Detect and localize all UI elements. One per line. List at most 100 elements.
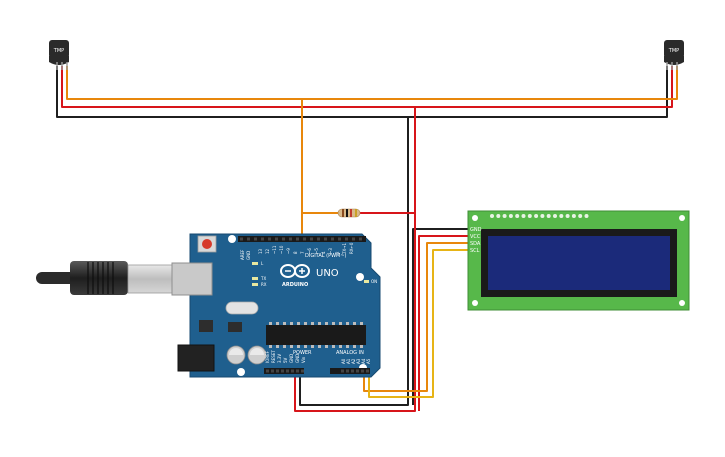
header-pin [356, 369, 359, 373]
wires [56, 66, 678, 412]
header-pin [240, 237, 243, 241]
lcd-pad [540, 214, 545, 218]
chip-pin [297, 345, 300, 348]
lcd-pad [578, 214, 583, 218]
header-pin [352, 237, 355, 241]
chip-pin [283, 322, 286, 325]
wire-gnd-trunk[interactable] [299, 117, 409, 406]
digital-pin-label: TX→1 [342, 242, 347, 255]
power-jack-icon[interactable] [177, 344, 215, 372]
mounting-hole [237, 368, 245, 376]
analog-pin-label: A3 [356, 358, 361, 364]
lcd-pad [565, 214, 570, 218]
chip-pin [318, 345, 321, 348]
chip-pin [290, 322, 293, 325]
chip-pin [339, 322, 342, 325]
lcd-pad [527, 214, 532, 218]
analog-pin-label: A2 [351, 358, 356, 364]
wire-scl[interactable] [368, 249, 470, 398]
chip-pin [339, 345, 342, 348]
wire-signal-right-sensor[interactable] [302, 66, 678, 100]
svg-text:VCC: VCC [470, 234, 481, 240]
svg-text:IOREF: IOREF [265, 350, 270, 363]
digital-header[interactable] [238, 236, 366, 242]
digital-pin-label: 8 [293, 251, 298, 254]
digital-pin-label: 13 [258, 248, 263, 254]
wire-5v-left-sensor[interactable] [61, 66, 415, 108]
temp-sensor-left[interactable]: TMP [49, 40, 69, 70]
led-on: ON [364, 279, 377, 284]
chip-pin [276, 345, 279, 348]
lcd-pad [559, 214, 564, 218]
lcd-pad [502, 214, 507, 218]
digital-pin-label: RX←0 [349, 242, 354, 254]
chip-pin [360, 345, 363, 348]
svg-text:SDA: SDA [470, 241, 481, 247]
wire-gnd-right-sensor[interactable] [408, 66, 668, 118]
power-header[interactable] [264, 368, 304, 374]
chip-pin [276, 322, 279, 325]
digital-pin-label: ~11 [272, 245, 277, 254]
resistor-icon[interactable] [337, 208, 361, 218]
header-pin [276, 369, 279, 373]
digital-pin-label: ~9 [286, 248, 291, 254]
temp-sensor-left-label: TMP [53, 48, 64, 54]
reset-button[interactable] [197, 235, 217, 253]
led-tx: TX [252, 276, 266, 281]
chip-pin [353, 322, 356, 325]
chip-pin [325, 345, 328, 348]
header-pin [261, 237, 264, 241]
header-pin [289, 237, 292, 241]
lcd-pad [515, 214, 520, 218]
mounting-hole [472, 215, 478, 221]
temp-sensor-right-label: TMP [668, 48, 679, 54]
header-pin [291, 369, 294, 373]
arduino-logo-icon [280, 264, 310, 278]
wire-5v-lcd[interactable] [418, 235, 470, 411]
digital-pin-label: ~10 [279, 245, 284, 254]
analog-pin-label: A4 [361, 358, 366, 364]
header-pin [303, 237, 306, 241]
chip-pin [360, 322, 363, 325]
header-pin [310, 237, 313, 241]
chip-pin [325, 322, 328, 325]
wire-gnd-lcd[interactable] [412, 228, 470, 405]
header-pin [271, 369, 274, 373]
temp-sensor-right[interactable]: TMP [664, 40, 684, 70]
chip-pin [346, 322, 349, 325]
digital-pin-label: 4 [321, 251, 326, 254]
usb-cable-icon[interactable] [36, 261, 173, 295]
wire-sda[interactable] [363, 242, 470, 392]
crystal-oscillator [225, 301, 259, 315]
header-pin [351, 369, 354, 373]
wire-5v-right-sensor[interactable] [415, 66, 673, 108]
lcd-pad [546, 214, 551, 218]
header-pin [275, 237, 278, 241]
svg-text:ON: ON [371, 279, 377, 284]
gnd-label: GND [246, 251, 251, 260]
mounting-hole [679, 300, 685, 306]
chip-pin [297, 322, 300, 325]
header-pin [338, 237, 341, 241]
wire-signal-left-sensor[interactable] [66, 66, 302, 100]
mounting-hole [228, 235, 236, 243]
chip-pin [311, 345, 314, 348]
lcd-pad [534, 214, 539, 218]
header-pin [286, 369, 289, 373]
lcd-pad [571, 214, 576, 218]
analog-header[interactable] [330, 368, 370, 374]
wire-5v-trunk[interactable] [294, 107, 416, 412]
digital-pin-label: ~5 [314, 248, 319, 254]
wire-gnd-left-sensor[interactable] [56, 66, 408, 118]
usb-chip [228, 322, 242, 332]
header-pin [266, 369, 269, 373]
analog-pin-label: A5 [366, 358, 371, 364]
chip-pin [269, 322, 272, 325]
svg-text:3.3V: 3.3V [277, 354, 282, 363]
lcd-i2c-module[interactable]: GND VCC SDA SCL [467, 210, 690, 311]
header-pin [359, 237, 362, 241]
chip-pin [283, 345, 286, 348]
